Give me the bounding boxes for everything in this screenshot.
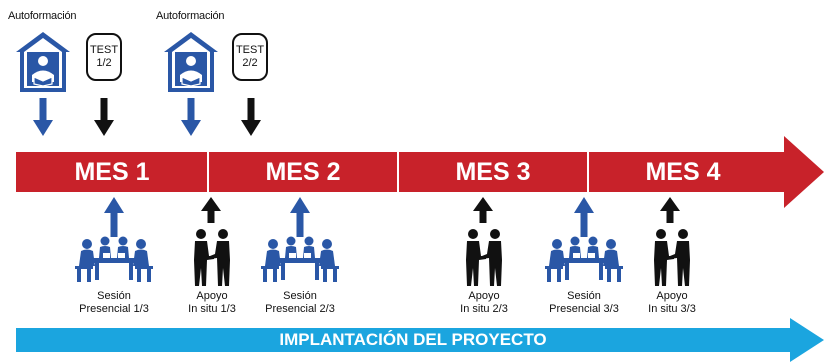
timeline-arrow [16,136,824,208]
caption-line1: Apoyo [196,290,228,302]
month-label-4: MES 4 [645,158,721,186]
caption-line2: In situ 2/3 [460,303,508,315]
self-training-label-1: Autoformación [8,10,77,22]
arrow-up-icon [201,197,221,223]
support-caption-2: Apoyo In situ 2/3 [434,290,534,316]
test-number: 1/2 [96,57,112,69]
arrow-down-icon [181,98,201,136]
arrow-up-icon [574,197,594,237]
project-implementation-arrow [16,318,824,362]
arrow-up-icon [104,197,124,237]
handshake-icon [654,229,690,286]
test-title: TEST [235,44,265,56]
self-training-label-2: Autoformación [156,10,225,22]
arrow-down-icon [94,98,114,136]
test-box-1: TEST 1/2 [86,33,122,81]
self-training-house-icon [16,32,70,92]
month-label-1: MES 1 [74,158,150,186]
caption-line2: Presencial 1/3 [79,303,149,315]
caption-line1: Apoyo [656,290,688,302]
caption-line1: Sesión [567,290,601,302]
support-caption-3: Apoyo In situ 3/3 [622,290,722,316]
arrow-down-icon [33,98,53,136]
caption-line1: Sesión [283,290,317,302]
caption-line2: In situ 3/3 [648,303,696,315]
arrow-up-icon [290,197,310,237]
meeting-table-icon [75,236,153,282]
caption-line2: Presencial 3/3 [549,303,619,315]
handshake-icon [466,229,502,286]
session-caption-3: Sesión Presencial 3/3 [534,290,634,316]
month-label-2: MES 2 [265,158,341,186]
month-label-3: MES 3 [455,158,531,186]
caption-line1: Sesión [97,290,131,302]
arrow-down-icon [241,98,261,136]
session-caption-1: Sesión Presencial 1/3 [64,290,164,316]
project-implementation-label: IMPLANTACIÓN DEL PROYECTO [279,330,547,349]
arrow-up-icon [473,197,493,223]
test-number: 2/2 [242,57,258,69]
test-box-2: TEST 2/2 [232,33,268,81]
caption-line2: In situ 1/3 [188,303,236,315]
test-title: TEST [89,44,119,56]
arrow-up-icon [660,197,680,223]
caption-line2: Presencial 2/3 [265,303,335,315]
caption-line1: Apoyo [468,290,500,302]
meeting-table-icon [261,236,339,282]
handshake-icon [194,229,230,286]
session-caption-2: Sesión Presencial 2/3 [250,290,350,316]
support-caption-1: Apoyo In situ 1/3 [162,290,262,316]
meeting-table-icon [545,236,623,282]
self-training-house-icon [164,32,218,92]
